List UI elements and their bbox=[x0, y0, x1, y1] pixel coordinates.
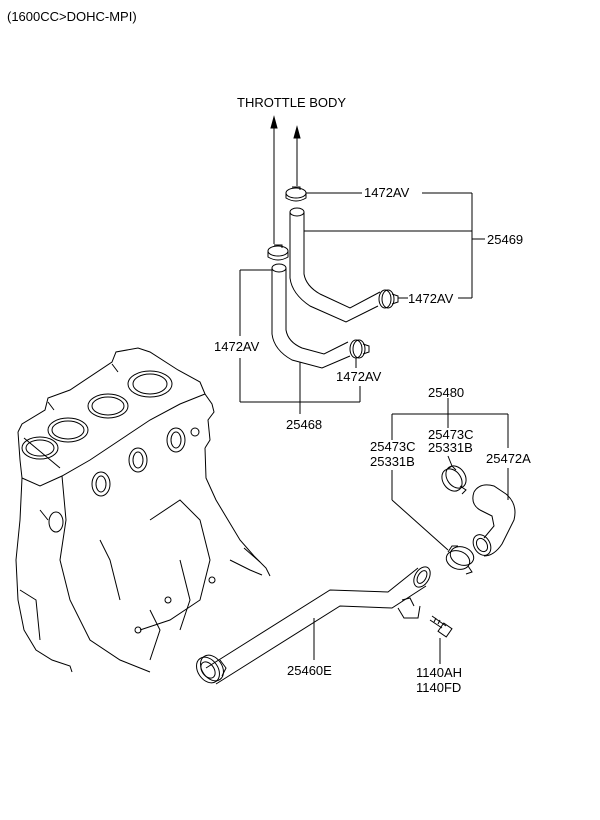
part-label-25331B-center[interactable]: 25331B bbox=[428, 440, 473, 455]
part-label-1472AV-left[interactable]: 1472AV bbox=[214, 339, 260, 354]
clamp-lower-drawing bbox=[445, 545, 475, 575]
part-label-1472AV-top[interactable]: 1472AV bbox=[364, 185, 410, 200]
throttle-arrows bbox=[270, 115, 301, 244]
throttle-body-label: THROTTLE BODY bbox=[237, 95, 347, 110]
part-label-1140AH[interactable]: 1140AH bbox=[416, 665, 463, 680]
part-label-25469[interactable]: 25469 bbox=[487, 232, 524, 247]
clamp-upper-drawing bbox=[441, 465, 467, 495]
pipe-25460E-drawing bbox=[196, 566, 431, 685]
hose-25472A-drawing bbox=[472, 484, 516, 557]
part-label-25460E[interactable]: 25460E bbox=[287, 663, 332, 678]
part-label-1472AV-right[interactable]: 1472AV bbox=[408, 291, 454, 306]
leader-lines bbox=[239, 192, 509, 664]
engine-block-drawing bbox=[15, 347, 271, 673]
part-label-25472A[interactable]: 25472A bbox=[486, 451, 531, 466]
bolt-drawing bbox=[429, 615, 453, 638]
engine-spec-header: (1600CC>DOHC-MPI) bbox=[7, 9, 137, 24]
part-label-25480[interactable]: 25480 bbox=[428, 385, 465, 400]
hose-25469-drawing bbox=[285, 186, 399, 323]
part-label-1472AV-lower[interactable]: 1472AV bbox=[336, 369, 382, 384]
part-label-1140FD[interactable]: 1140FD bbox=[416, 680, 462, 695]
part-label-25468[interactable]: 25468 bbox=[286, 417, 323, 432]
part-label-25473C-center[interactable]: 25473C bbox=[428, 427, 474, 442]
part-label-25331B-left[interactable]: 25331B bbox=[370, 454, 415, 469]
part-label-25473C-left[interactable]: 25473C bbox=[370, 439, 416, 454]
